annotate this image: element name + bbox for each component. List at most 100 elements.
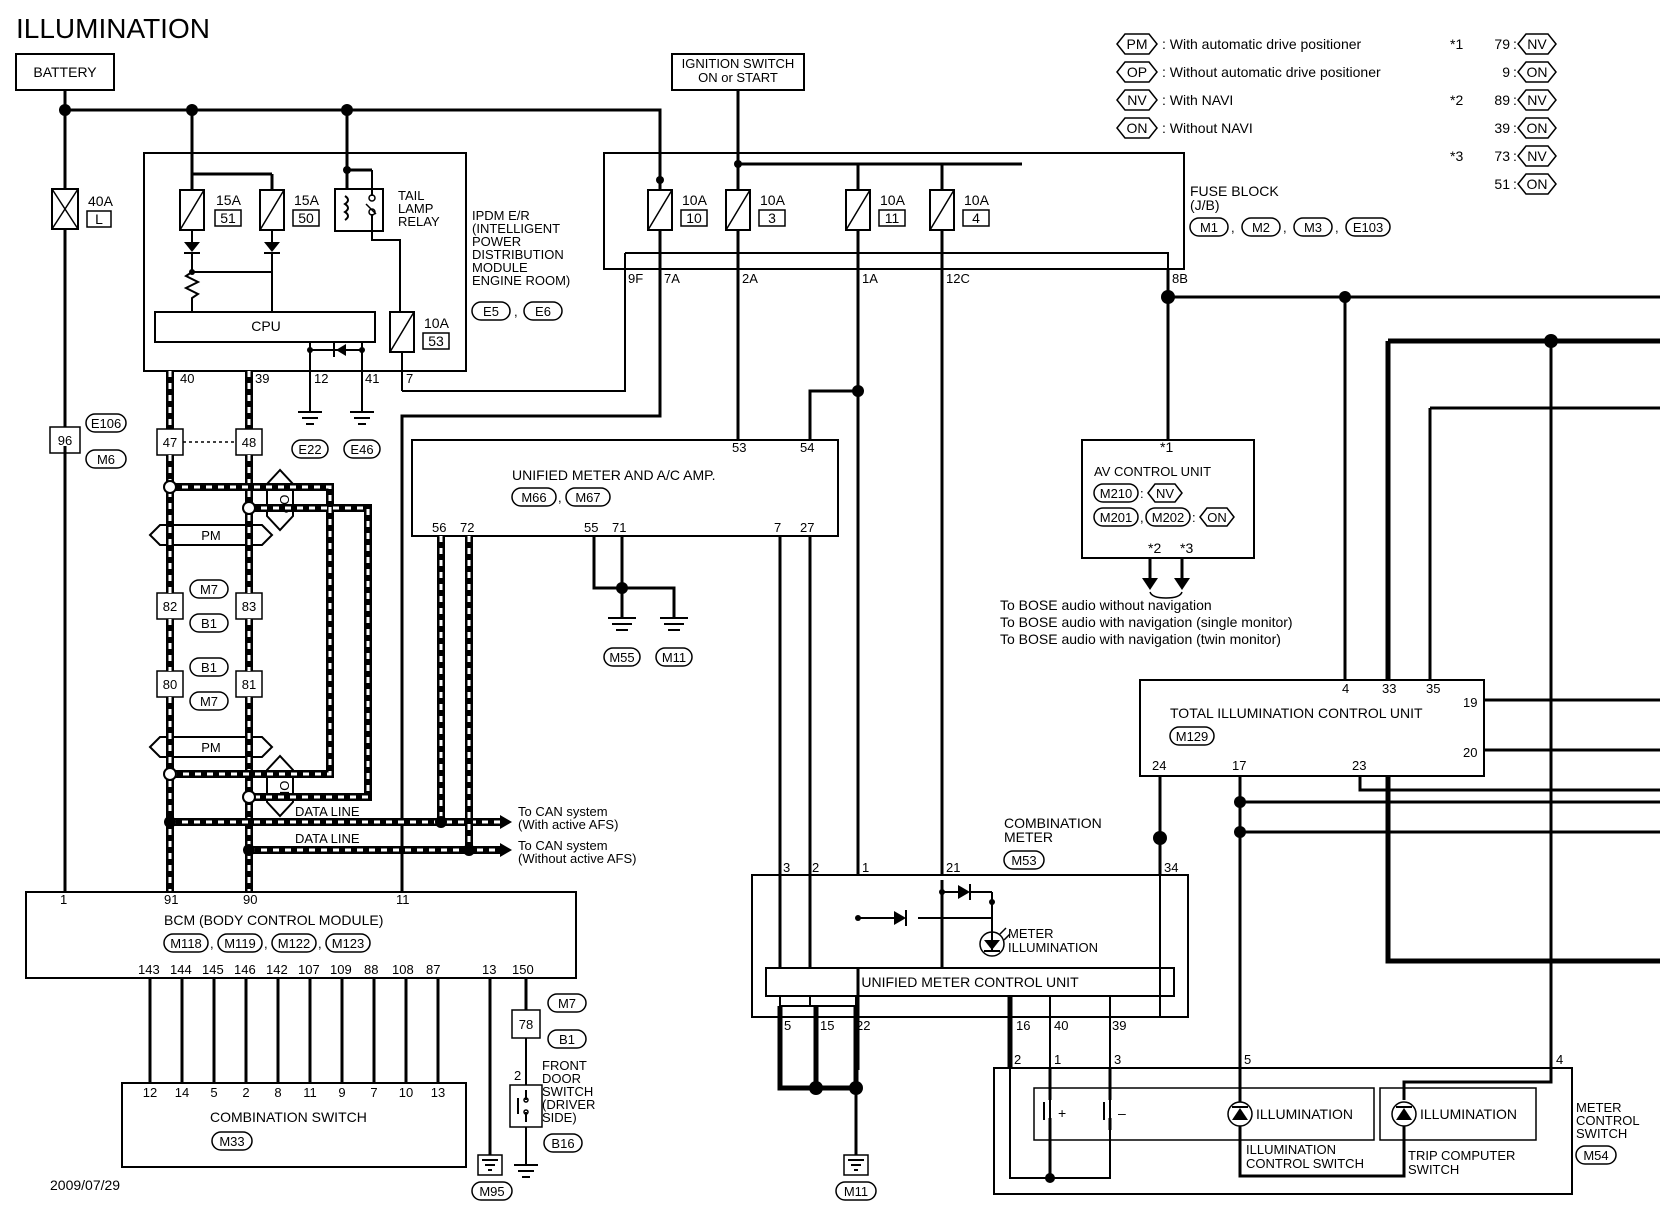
svg-text:7A: 7A [664,271,680,286]
av-control-unit: *1 AV CONTROL UNIT M210 : NV M201 , M202… [1081,439,1255,599]
svg-text:M119: M119 [224,936,256,951]
svg-text:1: 1 [60,892,67,907]
svg-text:50: 50 [298,210,314,226]
svg-text:73: 73 [1494,148,1510,164]
svg-text:14: 14 [175,1085,189,1100]
svg-text:M202: M202 [1152,510,1185,525]
svg-text:IGNITION SWITCH: IGNITION SWITCH [682,56,795,71]
svg-text:M54: M54 [1583,1148,1608,1163]
svg-text:M118: M118 [170,936,202,951]
svg-text:10A: 10A [964,192,990,208]
svg-text:10A: 10A [424,315,450,331]
svg-text:2: 2 [812,860,819,875]
ignition-switch: IGNITION SWITCH ON or START [671,53,805,91]
svg-text:+: + [1058,1105,1066,1121]
svg-text:39: 39 [255,371,269,386]
svg-text:2: 2 [242,1085,249,1100]
svg-text:POWER: POWER [472,234,521,249]
svg-text:NV: NV [1156,486,1174,501]
fuse-block-label: FUSE BLOCK (J/B) M1 , M2 , M3 , E103 [1189,183,1391,237]
svg-text:7: 7 [406,371,413,386]
svg-text::: : [1513,36,1517,52]
svg-text:PM: PM [201,740,221,755]
svg-text:E5: E5 [483,304,499,319]
svg-text:*2: *2 [1148,540,1161,556]
svg-text:To BOSE audio with navigation: To BOSE audio with navigation (single mo… [1000,614,1293,630]
svg-text:78: 78 [519,1017,533,1032]
ground-m95: M95 [471,1154,513,1201]
svg-text:55: 55 [584,520,598,535]
svg-text:UNIFIED METER CONTROL UNIT: UNIFIED METER CONTROL UNIT [861,974,1079,990]
svg-text:15: 15 [820,1018,834,1033]
svg-text:NV: NV [1527,36,1547,52]
svg-text:71: 71 [612,520,626,535]
svg-text:109: 109 [330,962,352,977]
svg-text:NV: NV [1527,148,1547,164]
svg-text:SIDE): SIDE) [542,1110,577,1125]
svg-text:DOOR: DOOR [542,1071,581,1086]
svg-text:ON or START: ON or START [698,70,778,85]
front-door-switch: 78 M7 B1 2 FRONT DOOR SWITCH (DRIVER SID… [509,993,595,1178]
svg-text:(INTELLIGENT: (INTELLIGENT [472,221,560,236]
svg-text:3: 3 [768,210,776,226]
svg-text:METER: METER [1004,829,1053,845]
svg-text:,: , [210,936,214,951]
svg-text:M6: M6 [97,452,115,467]
svg-text:M53: M53 [1011,853,1036,868]
svg-text:11: 11 [303,1085,317,1100]
combination-meter: COMBINATION METER M53 3 2 1 21 34 METER … [751,815,1189,1033]
ipdm-label: IPDM E/R (INTELLIGENT POWER DISTRIBUTION… [471,208,570,321]
svg-text:12C: 12C [946,271,970,286]
svg-text:COMBINATION: COMBINATION [1004,815,1102,831]
legend-item-pm: PM: With automatic drive positioner [1116,33,1362,55]
svg-text:22: 22 [856,1018,870,1033]
svg-text:12: 12 [314,371,328,386]
svg-text:51: 51 [1494,176,1510,192]
svg-text:89: 89 [1494,92,1510,108]
svg-text:7: 7 [370,1085,377,1100]
svg-text:L: L [95,211,103,227]
total-illumination-control-unit: TOTAL ILLUMINATION CONTROL UNIT M129 4 3… [1139,679,1485,777]
svg-text:CONTROL: CONTROL [1576,1113,1640,1128]
note-row: 51:ON [1494,173,1557,195]
bose-notes: To BOSE audio without navigation To BOSE… [1000,597,1293,647]
svg-text:108: 108 [392,962,414,977]
svg-text:80: 80 [163,677,177,692]
svg-text:9: 9 [338,1085,345,1100]
svg-text::: : [1513,176,1517,192]
svg-text:20: 20 [1463,745,1477,760]
svg-text:39: 39 [1112,1018,1126,1033]
svg-text:5: 5 [784,1018,791,1033]
svg-text:M201: M201 [1100,510,1133,525]
svg-text:RELAY: RELAY [398,214,440,229]
svg-text:27: 27 [800,520,814,535]
svg-text:,: , [1283,220,1287,235]
svg-text:NV: NV [1527,92,1547,108]
svg-text:M210: M210 [1100,486,1133,501]
svg-text:33: 33 [1382,681,1396,696]
svg-text:40: 40 [180,371,194,386]
svg-text:23: 23 [1352,758,1366,773]
svg-text:SWITCH: SWITCH [542,1084,593,1099]
svg-text:47: 47 [163,435,177,450]
svg-text:FUSE BLOCK: FUSE BLOCK [1190,183,1279,199]
diagram-title: ILLUMINATION [16,13,210,44]
svg-text:MODULE: MODULE [472,260,528,275]
svg-text:M55: M55 [609,650,634,665]
svg-text:B1: B1 [559,1032,575,1047]
svg-text:145: 145 [202,962,224,977]
svg-text:2A: 2A [742,271,758,286]
svg-text:,: , [318,936,322,951]
svg-text:87: 87 [426,962,440,977]
svg-text:143: 143 [138,962,160,977]
svg-text:SWITCH: SWITCH [1408,1162,1459,1177]
svg-text:11: 11 [396,892,410,907]
svg-text:IPDM E/R: IPDM E/R [472,208,530,223]
svg-text:E46: E46 [350,442,373,457]
unified-meter-ac-amp: 53 54 UNIFIED METER AND A/C AMP. M66 , M… [411,439,839,537]
svg-text:*1: *1 [1450,36,1463,52]
svg-text:1: 1 [1054,1052,1061,1067]
svg-text:M129: M129 [1176,729,1209,744]
svg-text:,: , [514,304,518,319]
